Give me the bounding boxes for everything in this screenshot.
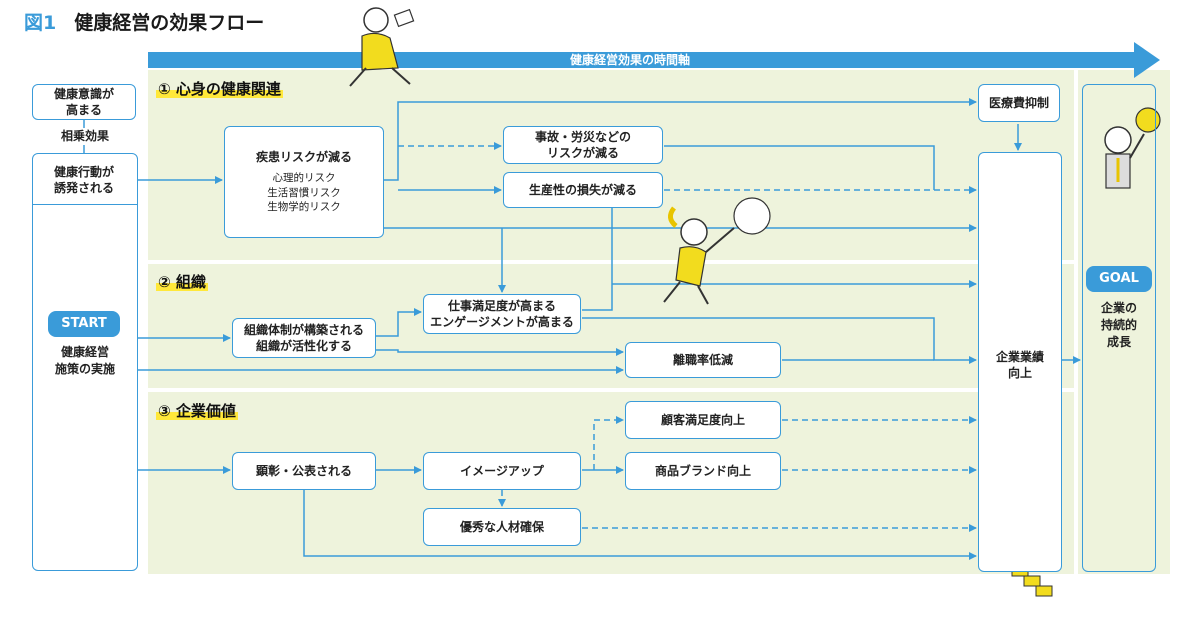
section-label-corporate-value: ③ 企業価値 [156,402,238,420]
node-job-satisfaction: 仕事満足度が高まるエンゲージメントが高まる [423,294,581,334]
synergy-label: 相乗効果 [60,129,109,143]
woman-pointing-illustration [663,197,771,305]
running-person-illustration [349,7,415,87]
node-corporate-performance: 企業業績向上 [978,152,1062,572]
start-text: 健康経営施策の実施 [54,345,115,376]
node-productivity-loss: 生産性の損失が減る [503,172,663,208]
figure-title: 図1 健康経営の効果フロー [24,8,264,35]
node-product-brand: 商品ブランド向上 [625,452,781,490]
figure-title-text: 健康経営の効果フロー [74,12,265,34]
action-divider [32,204,138,205]
section-label-health: ① 心身の健康関連 [156,80,283,98]
figure-number: 図1 [24,12,57,34]
timeline-label: 健康経営効果の時間軸 [569,53,690,67]
node-accident-risk: 事故・労災などのリスクが減る [503,126,663,164]
node-image-up: イメージアップ [423,452,581,490]
section-label-organization: ② 組織 [156,273,208,291]
node-turnover: 離職率低減 [625,342,781,378]
node-health-action: 健康行動が誘発される [53,164,114,195]
node-health-awareness: 健康意識が高まる [32,84,136,120]
node-talent: 優秀な人材確保 [423,508,581,546]
node-publicized: 顕彰・公表される [232,452,376,490]
node-customer-satisfaction: 顧客満足度向上 [625,401,781,439]
goal-badge: GOAL [1086,266,1152,292]
start-badge: START [48,311,120,337]
left-column-container [32,153,138,571]
node-organization: 組織体制が構築される組織が活性化する [232,318,376,358]
man-with-bulb-illustration [1104,107,1161,189]
goal-column [1082,84,1156,572]
node-medical-cost: 医療費抑制 [978,84,1060,122]
node-disease-risk: 疾患リスクが減る 心理的リスク 生活習慣リスク 生物学的リスク [224,126,384,238]
goal-text: 企業の持続的成長 [1100,301,1137,349]
